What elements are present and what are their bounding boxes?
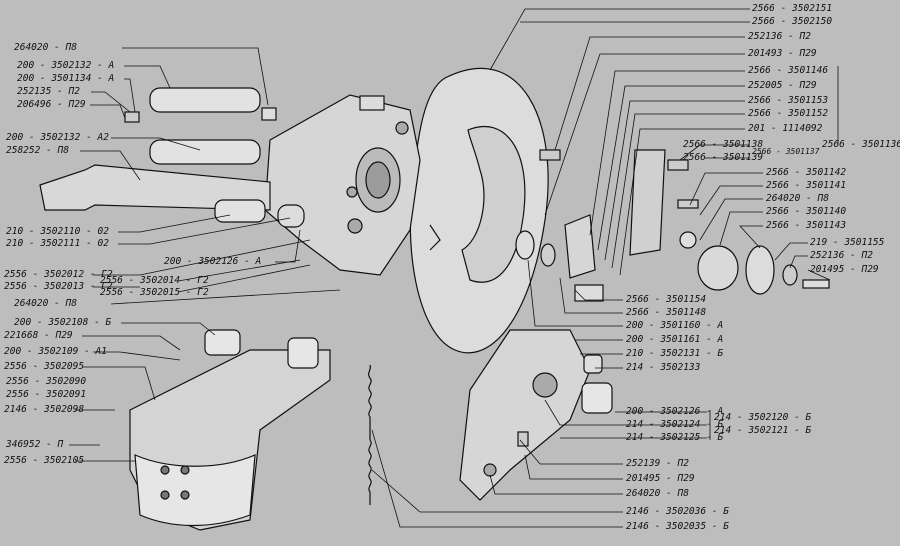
part-label: 252139 - П2 [626, 458, 689, 469]
part-label: 2566 - 3502151 [752, 3, 833, 14]
part-label: 201 - 1114092 [748, 123, 823, 134]
return-springs [367, 364, 372, 505]
part-label: 221668 - П29 [4, 330, 73, 341]
part-label: 2566 - 3502150 [752, 16, 833, 27]
part-label: 2556 - 3502090 [6, 376, 87, 387]
part-label: 258252 - П8 [6, 145, 69, 156]
part-label: 200 - 3502109 - А1 [4, 346, 107, 357]
brake-shoe [129, 329, 331, 531]
part-label: 210 - 3502110 - 02 [6, 226, 109, 237]
part-label: 200 - 3502132 - А [17, 60, 115, 71]
part-label: 2566 - 3501153 [748, 95, 829, 106]
part-label: 214 - 3502125 - Б [626, 432, 724, 443]
brake-disc [409, 67, 549, 354]
part-label: 210 - 3502111 - 02 [6, 238, 109, 249]
adjuster-parts [515, 149, 830, 302]
part-label: 2566 - 3501138 [683, 139, 764, 150]
part-label: 2566 - 3501154 [626, 294, 707, 305]
part-label: 214 - 3502124 - Б [626, 419, 724, 430]
part-label: 2556 - 3502095 [4, 361, 85, 372]
part-label: 2566 - 3501148 [626, 307, 707, 318]
part-label: 2556 - 3502091 [6, 389, 87, 400]
leader-lines-right [371, 8, 839, 528]
part-label: 200 - 3501161 - А [626, 334, 724, 345]
part-label: 206496 - П29 [17, 99, 86, 110]
part-label: 200 - 3502126 - А [626, 406, 724, 417]
part-label: 219 - 3501155 [810, 237, 885, 248]
part-label: 2556 - 3502012 - Г2 [4, 269, 113, 280]
part-label: 2566 - 3501152 [748, 108, 829, 119]
part-label: 200 - 3502126 - А [164, 256, 262, 267]
part-label: 201495 - П29 [810, 264, 879, 275]
part-label: 2566 - 3501146 [748, 65, 829, 76]
part-label: 2566 - 3501139 [683, 152, 764, 163]
leader-lines [69, 47, 341, 462]
part-label: 264020 - П8 [626, 488, 689, 499]
part-label: 201495 - П29 [626, 473, 695, 484]
part-label: 2566 - 3501140 [766, 206, 847, 217]
part-label: 2556 - 3502014 - Г2 [100, 275, 209, 286]
axle-shafts [39, 87, 305, 228]
part-label: 200 - 3502108 - Б [14, 317, 112, 328]
part-label: 2566 - 3501136 [822, 139, 900, 150]
part-label: 210 - 3502131 - Б [626, 348, 724, 359]
part-label: 264020 - П8 [14, 42, 77, 53]
part-label: 214 - 3502121 - Б [714, 425, 812, 436]
part-label: 2566 - 3501141 [766, 180, 847, 191]
part-label: 2556 - 3502015 - Г2 [100, 287, 209, 298]
part-label: 252135 - П2 [17, 86, 80, 97]
part-label: 214 - 3502120 - Б [714, 412, 812, 423]
part-label: 200 - 3501134 - А [17, 73, 115, 84]
part-label: 2556 - 3502105 [4, 455, 85, 466]
brake-housing [264, 94, 421, 276]
part-label: 252136 - П2 [810, 250, 873, 261]
part-label: 200 - 3501160 - А [626, 320, 724, 331]
part-label: 2566 - 3501137 [752, 147, 820, 156]
part-label: 264020 - П8 [766, 193, 829, 204]
part-label: 201493 - П29 [748, 48, 817, 59]
part-label: 252136 - П2 [748, 31, 811, 42]
part-label: 252005 - П29 [748, 80, 817, 91]
part-label: 346952 - П [6, 439, 64, 450]
part-label: 2566 - 3501142 [766, 167, 847, 178]
part-label: 2566 - 3501143 [766, 220, 847, 231]
part-label: 200 - 3502132 - А2 [6, 132, 109, 143]
caliper-bracket [459, 329, 613, 501]
part-label: 214 - 3502133 [626, 362, 701, 373]
part-label: 264020 - П8 [14, 298, 77, 309]
part-label: 2146 - 3502035 - Б [626, 521, 729, 532]
part-label: 2146 - 3502036 - Б [626, 506, 729, 517]
part-label: 2146 - 3502098 [4, 404, 85, 415]
part-label: 2556 - 3502013 - Г2 [4, 281, 113, 292]
